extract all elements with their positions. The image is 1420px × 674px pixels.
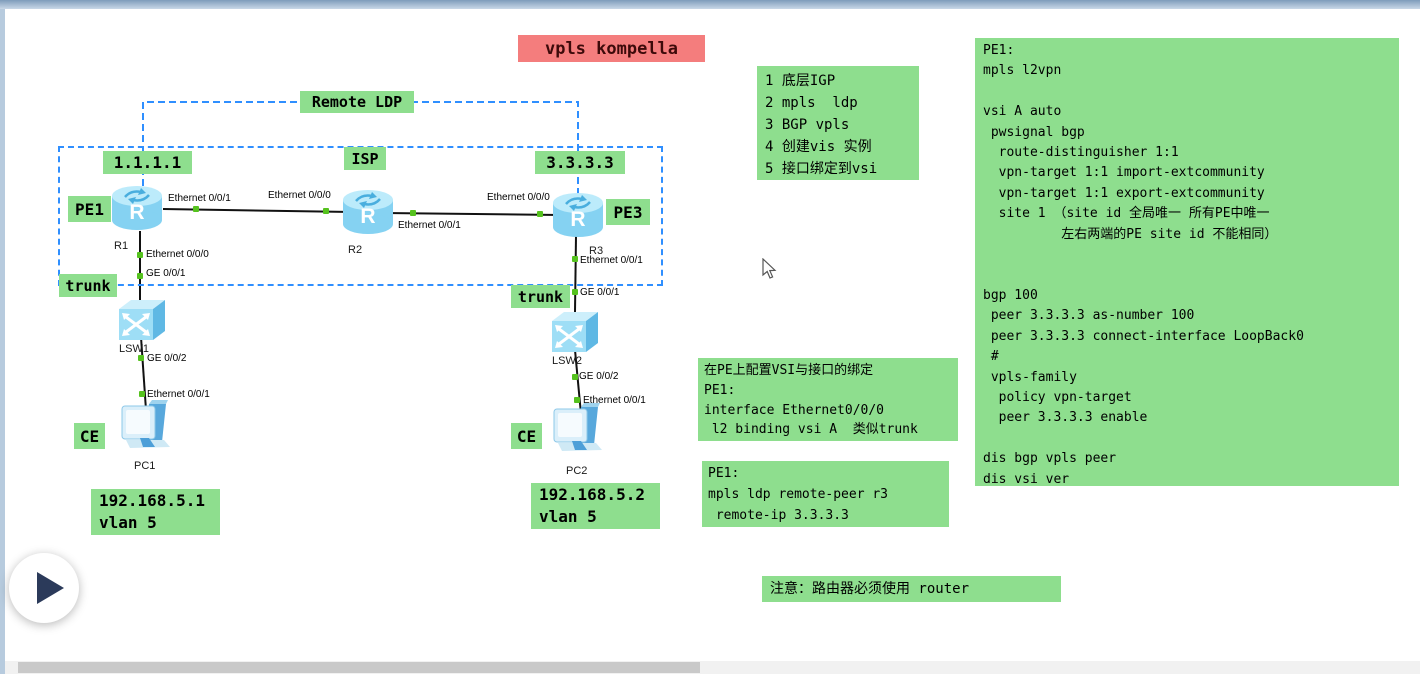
- port-label: Ethernet 0/0/0: [146, 249, 209, 260]
- pe1-config-note[interactable]: PE1: mpls l2vpn vsi A auto pwsignal bgp …: [975, 38, 1399, 486]
- port-label: Ethernet 0/0/1: [398, 220, 461, 231]
- pc2-ip-label[interactable]: 192.168.5.2 vlan 5: [531, 483, 660, 529]
- window-left-edge: [0, 9, 5, 674]
- router-icon-r3[interactable]: R: [551, 190, 606, 240]
- port-label: Ethernet 0/0/0: [487, 192, 550, 203]
- scrollbar-thumb[interactable]: [18, 662, 700, 673]
- ce-right-label[interactable]: CE: [511, 423, 542, 449]
- pe3-label[interactable]: PE3: [606, 199, 650, 225]
- port-label: Ethernet 0/0/1: [580, 255, 643, 266]
- port-dot: [137, 252, 143, 258]
- svg-text:R: R: [570, 208, 585, 231]
- switch-icon-lsw1[interactable]: [113, 296, 169, 342]
- page-title[interactable]: vpls kompella: [518, 35, 705, 62]
- pc1-ip-label[interactable]: 192.168.5.1 vlan 5: [91, 489, 220, 535]
- device-label-r3: R3: [589, 245, 604, 257]
- r3-loopback-label[interactable]: 3.3.3.3: [535, 151, 625, 174]
- pe1-label[interactable]: PE1: [68, 196, 111, 222]
- device-label-r1: R1: [114, 240, 129, 252]
- device-label-pc1: PC1: [134, 460, 156, 472]
- trunk-left-label[interactable]: trunk: [59, 274, 117, 297]
- vsi-binding-note[interactable]: 在PE上配置VSI与接口的绑定 PE1: interface Ethernet0…: [698, 358, 958, 441]
- r1-loopback-label[interactable]: 1.1.1.1: [103, 151, 192, 174]
- port-dot: [137, 273, 143, 279]
- router-icon-r2[interactable]: R: [341, 187, 396, 237]
- port-dot: [572, 289, 578, 295]
- router-icon-r1[interactable]: R: [110, 183, 165, 233]
- play-icon: [37, 572, 64, 604]
- port-dot: [139, 391, 145, 397]
- remote-ldp-label[interactable]: Remote LDP: [300, 91, 414, 113]
- trunk-right-label[interactable]: trunk: [511, 285, 570, 308]
- device-label-pc2: PC2: [566, 465, 588, 477]
- port-dot: [323, 208, 329, 214]
- port-dot: [138, 355, 144, 361]
- port-label: Ethernet 0/0/1: [583, 395, 646, 406]
- device-label-r2: R2: [348, 244, 363, 256]
- pc-icon-pc1[interactable]: [118, 396, 176, 450]
- device-label-lsw1: LSW1: [119, 343, 149, 355]
- window-top-bar: [0, 0, 1420, 9]
- port-label: Ethernet 0/0/1: [168, 193, 231, 204]
- svg-text:R: R: [360, 205, 375, 228]
- port-label: GE 0/0/2: [579, 371, 619, 382]
- mouse-cursor: [762, 258, 778, 280]
- device-label-lsw2: LSW2: [552, 355, 582, 367]
- pc-icon-pc2[interactable]: [550, 399, 608, 453]
- port-label: Ethernet 0/0/0: [268, 190, 331, 201]
- steps-note[interactable]: 1 底层IGP 2 mpls ldp 3 BGP vpls 4 创建vis 实例…: [757, 66, 919, 180]
- svg-text:R: R: [129, 201, 144, 224]
- port-label: GE 0/0/1: [580, 287, 620, 298]
- port-dot: [572, 374, 578, 380]
- port-dot: [410, 210, 416, 216]
- port-dot: [537, 211, 543, 217]
- switch-icon-lsw2[interactable]: [546, 308, 602, 354]
- warning-note[interactable]: 注意：路由器必须使用 router: [762, 576, 1061, 602]
- port-label: Ethernet 0/0/1: [147, 389, 210, 400]
- play-button[interactable]: [9, 553, 79, 623]
- port-label: GE 0/0/1: [146, 268, 186, 279]
- port-label: GE 0/0/2: [147, 353, 187, 364]
- ldp-remote-peer-note[interactable]: PE1: mpls ldp remote-peer r3 remote-ip 3…: [702, 461, 949, 527]
- port-dot: [574, 397, 580, 403]
- isp-label[interactable]: ISP: [344, 147, 386, 170]
- ce-left-label[interactable]: CE: [74, 423, 105, 449]
- port-dot: [572, 256, 578, 262]
- port-dot: [193, 206, 199, 212]
